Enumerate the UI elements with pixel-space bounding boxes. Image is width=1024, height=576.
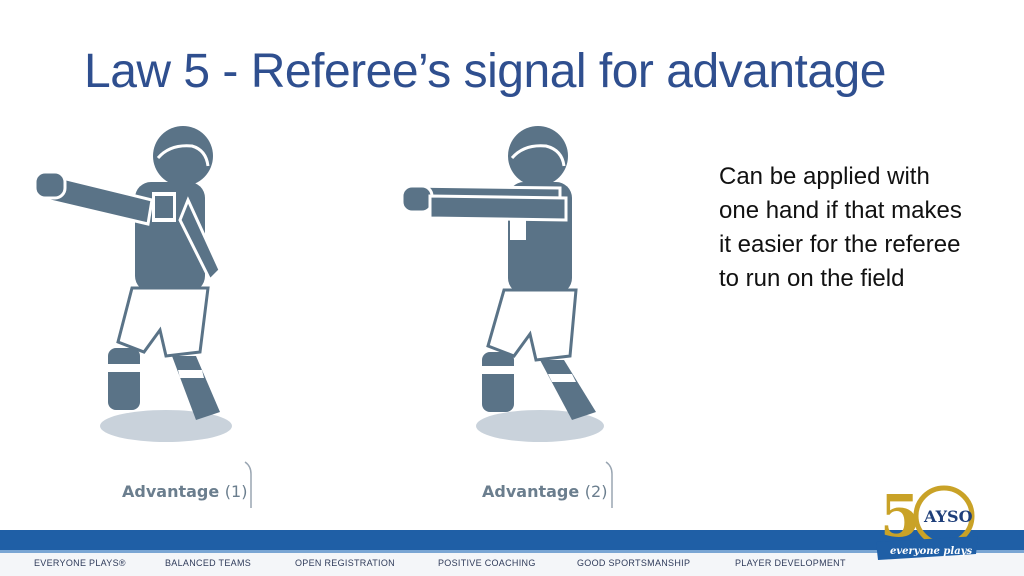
footer-band bbox=[0, 530, 1024, 550]
footer-band-accent bbox=[0, 550, 1024, 553]
footer-item-everyone-plays: EVERYONE PLAYS® bbox=[34, 558, 126, 568]
footer-bar bbox=[0, 553, 1024, 576]
caption-bracket-2 bbox=[605, 461, 613, 508]
footer-item-positive-coaching: POSITIVE COACHING bbox=[438, 558, 536, 568]
referee-advantage-1-illustration bbox=[33, 126, 232, 442]
figure-2-caption: Advantage (2) bbox=[482, 482, 607, 501]
figure-1-caption: Advantage (1) bbox=[122, 482, 247, 501]
footer-item-open-registration: OPEN REGISTRATION bbox=[295, 558, 395, 568]
referee-advantage-2-illustration bbox=[400, 126, 604, 442]
figure-1-caption-label: Advantage bbox=[122, 482, 220, 501]
logo-tagline: everyone plays bbox=[890, 546, 972, 557]
slide-title: Law 5 - Referee’s signal for advantage bbox=[84, 45, 886, 98]
caption-bracket-1 bbox=[244, 461, 252, 508]
slide-body-text: Can be applied with one hand if that mak… bbox=[719, 163, 962, 292]
figure-2-caption-number: (2) bbox=[584, 482, 608, 501]
footer-item-player-development: PLAYER DEVELOPMENT bbox=[735, 558, 846, 568]
footer-item-good-sportsmanship: GOOD SPORTSMANSHIP bbox=[577, 558, 691, 568]
figure-1-caption-number: (1) bbox=[224, 482, 248, 501]
ayso-logo: 5 AYSO everyone plays bbox=[876, 484, 978, 560]
logo-letters: AYSO bbox=[923, 507, 973, 526]
figure-2-caption-label: Advantage bbox=[482, 482, 580, 501]
footer-item-balanced-teams: BALANCED TEAMS bbox=[165, 558, 252, 568]
